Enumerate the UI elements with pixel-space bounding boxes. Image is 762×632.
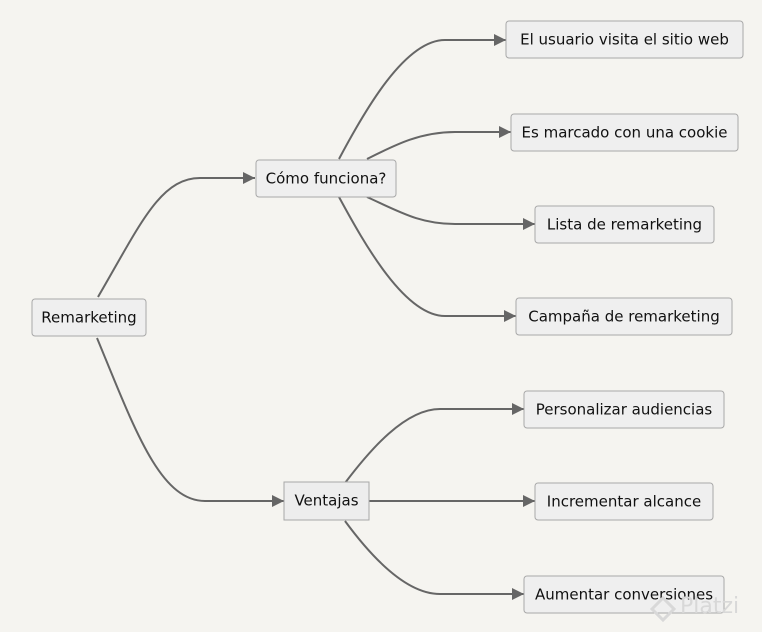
node-incrementar-alcance: Incrementar alcance (534, 482, 714, 521)
platzi-watermark: Platzi (649, 594, 739, 623)
node-usuario-visita: El usuario visita el sitio web (505, 20, 744, 59)
node-marcado-cookie-label: Es marcado con una cookie (522, 124, 728, 142)
edge-remarketing-to-ventajas (96, 337, 284, 507)
edge-como-funciona-to-visita (338, 34, 506, 160)
node-aumentar-conversiones: Aumentar conversiones (523, 575, 725, 614)
node-como-funciona: Cómo funciona? (255, 159, 397, 198)
node-incrementar-alcance-label: Incrementar alcance (547, 493, 701, 511)
edge-ventajas-to-aumentar (344, 520, 524, 600)
node-ventajas: Ventajas (283, 481, 370, 521)
node-remarketing-label: Remarketing (41, 309, 136, 327)
node-lista-remarketing-label: Lista de remarketing (547, 216, 702, 234)
node-campana-remarketing-label: Campaña de remarketing (528, 308, 719, 326)
node-usuario-visita-label: El usuario visita el sitio web (520, 31, 729, 49)
node-ventajas-label: Ventajas (294, 492, 358, 510)
edge-ventajas-to-personalizar (344, 403, 524, 484)
edge-como-funciona-to-campana (338, 196, 516, 322)
node-lista-remarketing: Lista de remarketing (534, 205, 715, 244)
node-campana-remarketing: Campaña de remarketing (515, 297, 733, 336)
edge-como-funciona-to-lista (366, 196, 535, 230)
node-como-funciona-label: Cómo funciona? (266, 170, 387, 188)
watermark-text: Platzi (680, 594, 739, 619)
node-remarketing: Remarketing (31, 298, 147, 337)
edge-remarketing-to-como-funciona (97, 172, 255, 298)
edge-como-funciona-to-cookie (366, 126, 511, 160)
node-aumentar-conversiones-label: Aumentar conversiones (535, 586, 713, 604)
node-marcado-cookie: Es marcado con una cookie (510, 113, 739, 152)
platzi-logo-icon (649, 595, 677, 623)
node-personalizar-audiencias: Personalizar audiencias (523, 390, 725, 429)
node-personalizar-audiencias-label: Personalizar audiencias (536, 401, 713, 419)
